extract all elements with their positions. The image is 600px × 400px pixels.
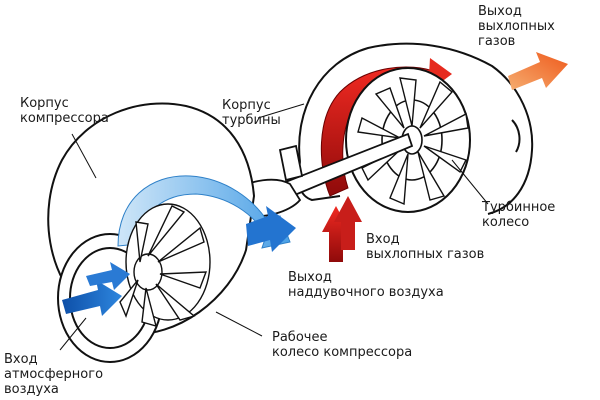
label-exhaust-out-line2: выхлопных [478, 19, 555, 34]
boost-air-arrow [246, 206, 296, 252]
label-boost-air-out-line1: Выход [288, 270, 332, 285]
label-turbine-wheel: Турбинное колесо [482, 200, 555, 230]
label-turbine-housing-line1: Корпус [222, 98, 271, 113]
label-turbine-housing-line2: турбины [222, 113, 281, 128]
label-exhaust-in: Вход выхлопных газов [366, 232, 484, 262]
air-intake-arrows [62, 262, 130, 316]
label-air-in-line2: атмосферного [4, 367, 104, 382]
label-turbine-wheel-line1: Турбинное [482, 200, 556, 215]
label-compressor-wheel: Рабочее колесо компрессора [272, 330, 412, 360]
label-compressor-wheel-line1: Рабочее [272, 330, 328, 345]
label-turbine-housing: Корпус турбины [222, 98, 281, 128]
label-exhaust-in-line1: Вход [366, 232, 400, 247]
label-exhaust-out-line3: газов [478, 34, 516, 49]
label-compressor-housing: Корпус компрессора [20, 96, 109, 126]
compressor-wheel [119, 203, 211, 328]
label-exhaust-out: Выход выхлопных газов [478, 4, 555, 49]
label-exhaust-in-line2: выхлопных газов [366, 247, 485, 262]
exhaust-inlet-arrow-2 [334, 196, 362, 250]
label-compressor-wheel-line2: колесо компрессора [272, 345, 413, 360]
exhaust-outlet-arrow [508, 52, 568, 90]
label-compressor-housing-line1: Корпус [20, 96, 69, 111]
leader-lines [59, 103, 489, 351]
label-compressor-housing-line2: компрессора [20, 111, 109, 126]
label-air-in-line1: Вход [4, 352, 38, 367]
label-exhaust-out-line1: Выход [478, 4, 522, 19]
label-boost-air-out-line2: наддувочного воздуха [288, 285, 444, 300]
label-boost-air-out: Выход наддувочного воздуха [288, 270, 444, 300]
label-air-in-line3: воздуха [4, 382, 59, 397]
label-turbine-wheel-line2: колесо [482, 215, 530, 230]
label-air-in: Вход атмосферного воздуха [4, 352, 103, 397]
